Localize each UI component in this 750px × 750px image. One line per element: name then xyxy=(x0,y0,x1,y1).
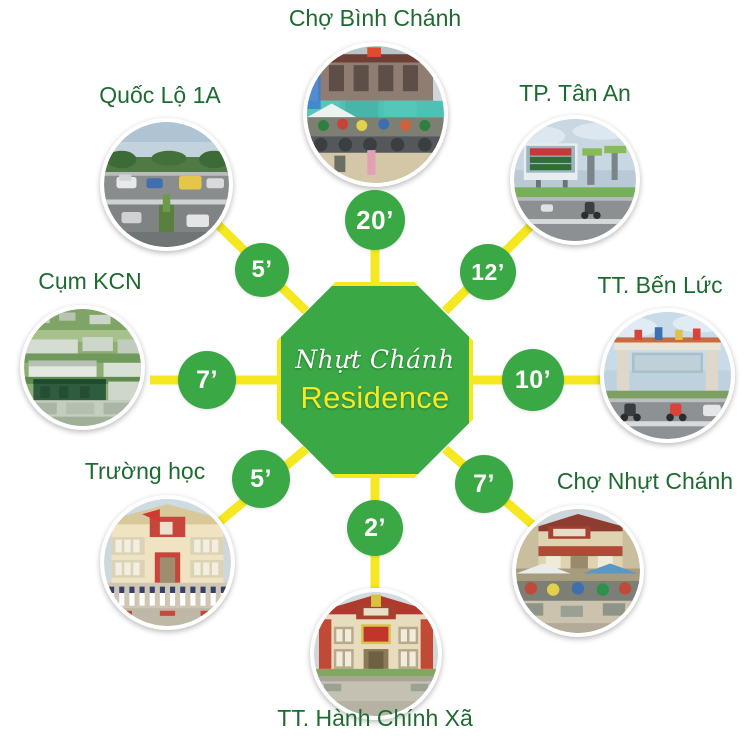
badge-cho-binh-chanh[interactable]: 20’ xyxy=(345,190,405,250)
badge-cum-kcn[interactable]: 7’ xyxy=(178,351,236,409)
badge-tt-ben-luc[interactable]: 10’ xyxy=(502,349,564,411)
node-photo-cho-nhut-chanh[interactable] xyxy=(512,505,644,637)
node-label-tt-ben-luc: TT. Bến Lức xyxy=(597,272,723,298)
industrial-park-aerial-icon xyxy=(24,309,141,426)
commune-administration-office-icon xyxy=(314,592,438,716)
node-photo-cho-binh-chanh[interactable] xyxy=(303,42,448,187)
node-label-tt-hanh-chinh-xa: TT. Hành Chính Xã xyxy=(277,705,473,731)
school-building-with-students-icon xyxy=(104,499,231,626)
badge-tt-hanh-chinh-xa[interactable]: 2’ xyxy=(347,500,403,556)
node-photo-cum-kcn[interactable] xyxy=(20,305,145,430)
node-label-truong-hoc: Trường học xyxy=(84,458,206,484)
highway-with-vehicles-icon xyxy=(104,122,229,247)
town-entrance-arch-icon xyxy=(604,312,731,439)
badge-quoc-lo-1a[interactable]: 5’ xyxy=(235,243,289,297)
hub-main-name: Residence xyxy=(300,379,450,415)
node-label-cho-nhut-chanh: Chợ Nhựt Chánh xyxy=(556,468,734,494)
node-photo-tp-tan-an[interactable] xyxy=(510,115,640,245)
node-photo-quoc-lo-1a[interactable] xyxy=(100,118,233,251)
node-photo-tt-hanh-chinh-xa[interactable] xyxy=(310,588,442,720)
badge-truong-hoc[interactable]: 5’ xyxy=(232,450,290,508)
node-photo-tt-ben-luc[interactable] xyxy=(600,308,735,443)
city-welcome-gateway-sign-icon xyxy=(514,119,636,241)
node-label-cho-binh-chanh: Chợ Bình Chánh xyxy=(288,5,462,31)
local-market-building-icon xyxy=(516,509,640,633)
market-street-with-motorbikes-icon xyxy=(307,46,444,183)
node-label-quoc-lo-1a: Quốc Lộ 1A xyxy=(99,82,221,108)
badge-cho-nhut-chanh[interactable]: 7’ xyxy=(455,455,513,513)
badge-tp-tan-an[interactable]: 12’ xyxy=(460,244,516,300)
hub-script-name: Nhựt Chánh xyxy=(295,344,455,374)
center-hub: Nhựt Chánh Residence xyxy=(277,282,473,478)
node-label-tp-tan-an: TP. Tân An xyxy=(519,80,631,106)
node-photo-truong-hoc[interactable] xyxy=(100,495,235,630)
node-label-cum-kcn: Cụm KCN xyxy=(38,268,142,294)
